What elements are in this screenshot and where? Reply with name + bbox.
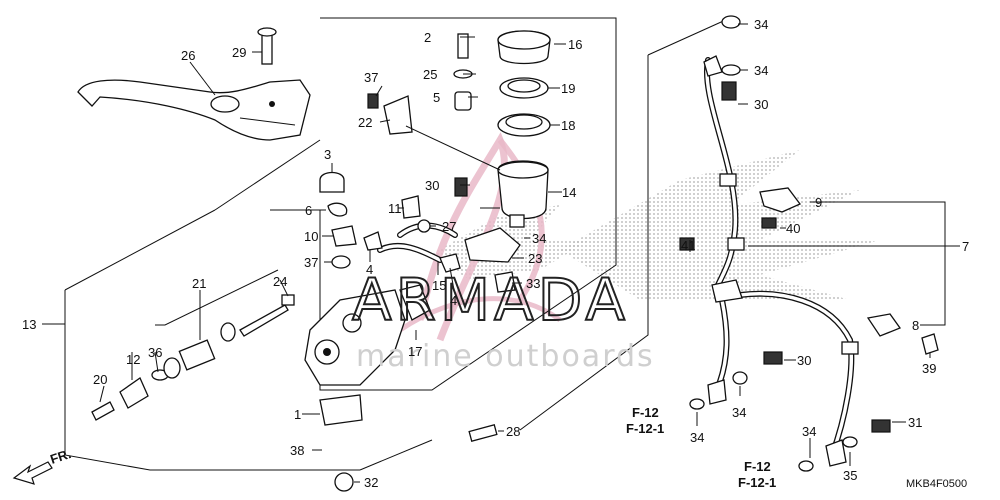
callout: 2 (424, 30, 431, 45)
callout: 9 (815, 195, 822, 210)
callout: 37 (304, 255, 318, 270)
callout: 24 (273, 274, 287, 289)
callout: 17 (408, 344, 422, 359)
callout: 34 (802, 424, 816, 439)
ref-line1: F-12 (744, 459, 771, 474)
fitting-parts (319, 171, 461, 273)
callout: 34 (754, 63, 768, 78)
reservoir-parts (367, 30, 551, 293)
brake-lever (77, 79, 311, 141)
diagram-code: MKB4F0500 (906, 478, 967, 490)
master-cylinder-body (304, 284, 431, 426)
reference-labels: F-12 F-12-1 F-12 F-12-1 (626, 405, 776, 490)
callout: 16 (568, 37, 582, 52)
callout: 34 (754, 17, 768, 32)
callout: 7 (962, 239, 969, 254)
callout: 5 (433, 90, 440, 105)
callout: 21 (192, 276, 206, 291)
watermark-tagline: marine outboards (356, 339, 655, 374)
callout: 11 (388, 201, 402, 216)
callout: 38 (290, 443, 304, 458)
brake-hoses (703, 55, 859, 467)
callout: 4 (366, 262, 373, 277)
callout: 12 (126, 352, 140, 367)
callout: 40 (786, 221, 800, 236)
callout: 30 (797, 353, 811, 368)
callout: 14 (562, 185, 576, 200)
watermark-ribbon (398, 132, 562, 342)
callout: 29 (232, 45, 246, 60)
callout: 23 (528, 251, 542, 266)
front-arrow: FR. (12, 446, 73, 485)
pivot-bolt (257, 27, 277, 65)
callout: 37 (364, 70, 378, 85)
callout: 35 (843, 468, 857, 483)
callout: 30 (425, 178, 439, 193)
callout: 39 (922, 361, 936, 376)
callout: 1 (294, 407, 301, 422)
callout: 22 (358, 115, 372, 130)
callout: 26 (181, 48, 195, 63)
callout: 31 (908, 415, 922, 430)
callout: 28 (506, 424, 520, 439)
front-label: FR. (48, 446, 73, 467)
callout: 27 (442, 219, 456, 234)
callout: 3 (324, 147, 331, 162)
callout: 36 (148, 345, 162, 360)
callout: 41 (681, 238, 695, 253)
piston-set (91, 294, 295, 421)
ref-line2: F-12-1 (738, 475, 776, 490)
callout: 6 (305, 203, 312, 218)
watermark-brand: ARMADA (352, 266, 629, 334)
leader-lines (42, 23, 960, 483)
callout: 20 (93, 372, 107, 387)
callout: 25 (423, 67, 437, 82)
callout: 13 (22, 317, 36, 332)
callout: 30 (754, 97, 768, 112)
callout: 34 (732, 405, 746, 420)
callout: 34 (532, 231, 546, 246)
callout-numbers: 1 11 27 4 4 5 6 7 8 9 10 12 3 13 14 15 1… (22, 17, 969, 490)
callout: 34 (690, 430, 704, 445)
ref-line2: F-12-1 (626, 421, 664, 436)
callout: 4 (450, 293, 457, 308)
callout: 33 (526, 276, 540, 291)
callout: 15 (432, 278, 446, 293)
callout: 32 (364, 475, 378, 490)
callout: 10 (304, 229, 318, 244)
callout: 19 (561, 81, 575, 96)
callout: 18 (561, 118, 575, 133)
callout: 8 (912, 318, 919, 333)
ref-line1: F-12 (632, 405, 659, 420)
